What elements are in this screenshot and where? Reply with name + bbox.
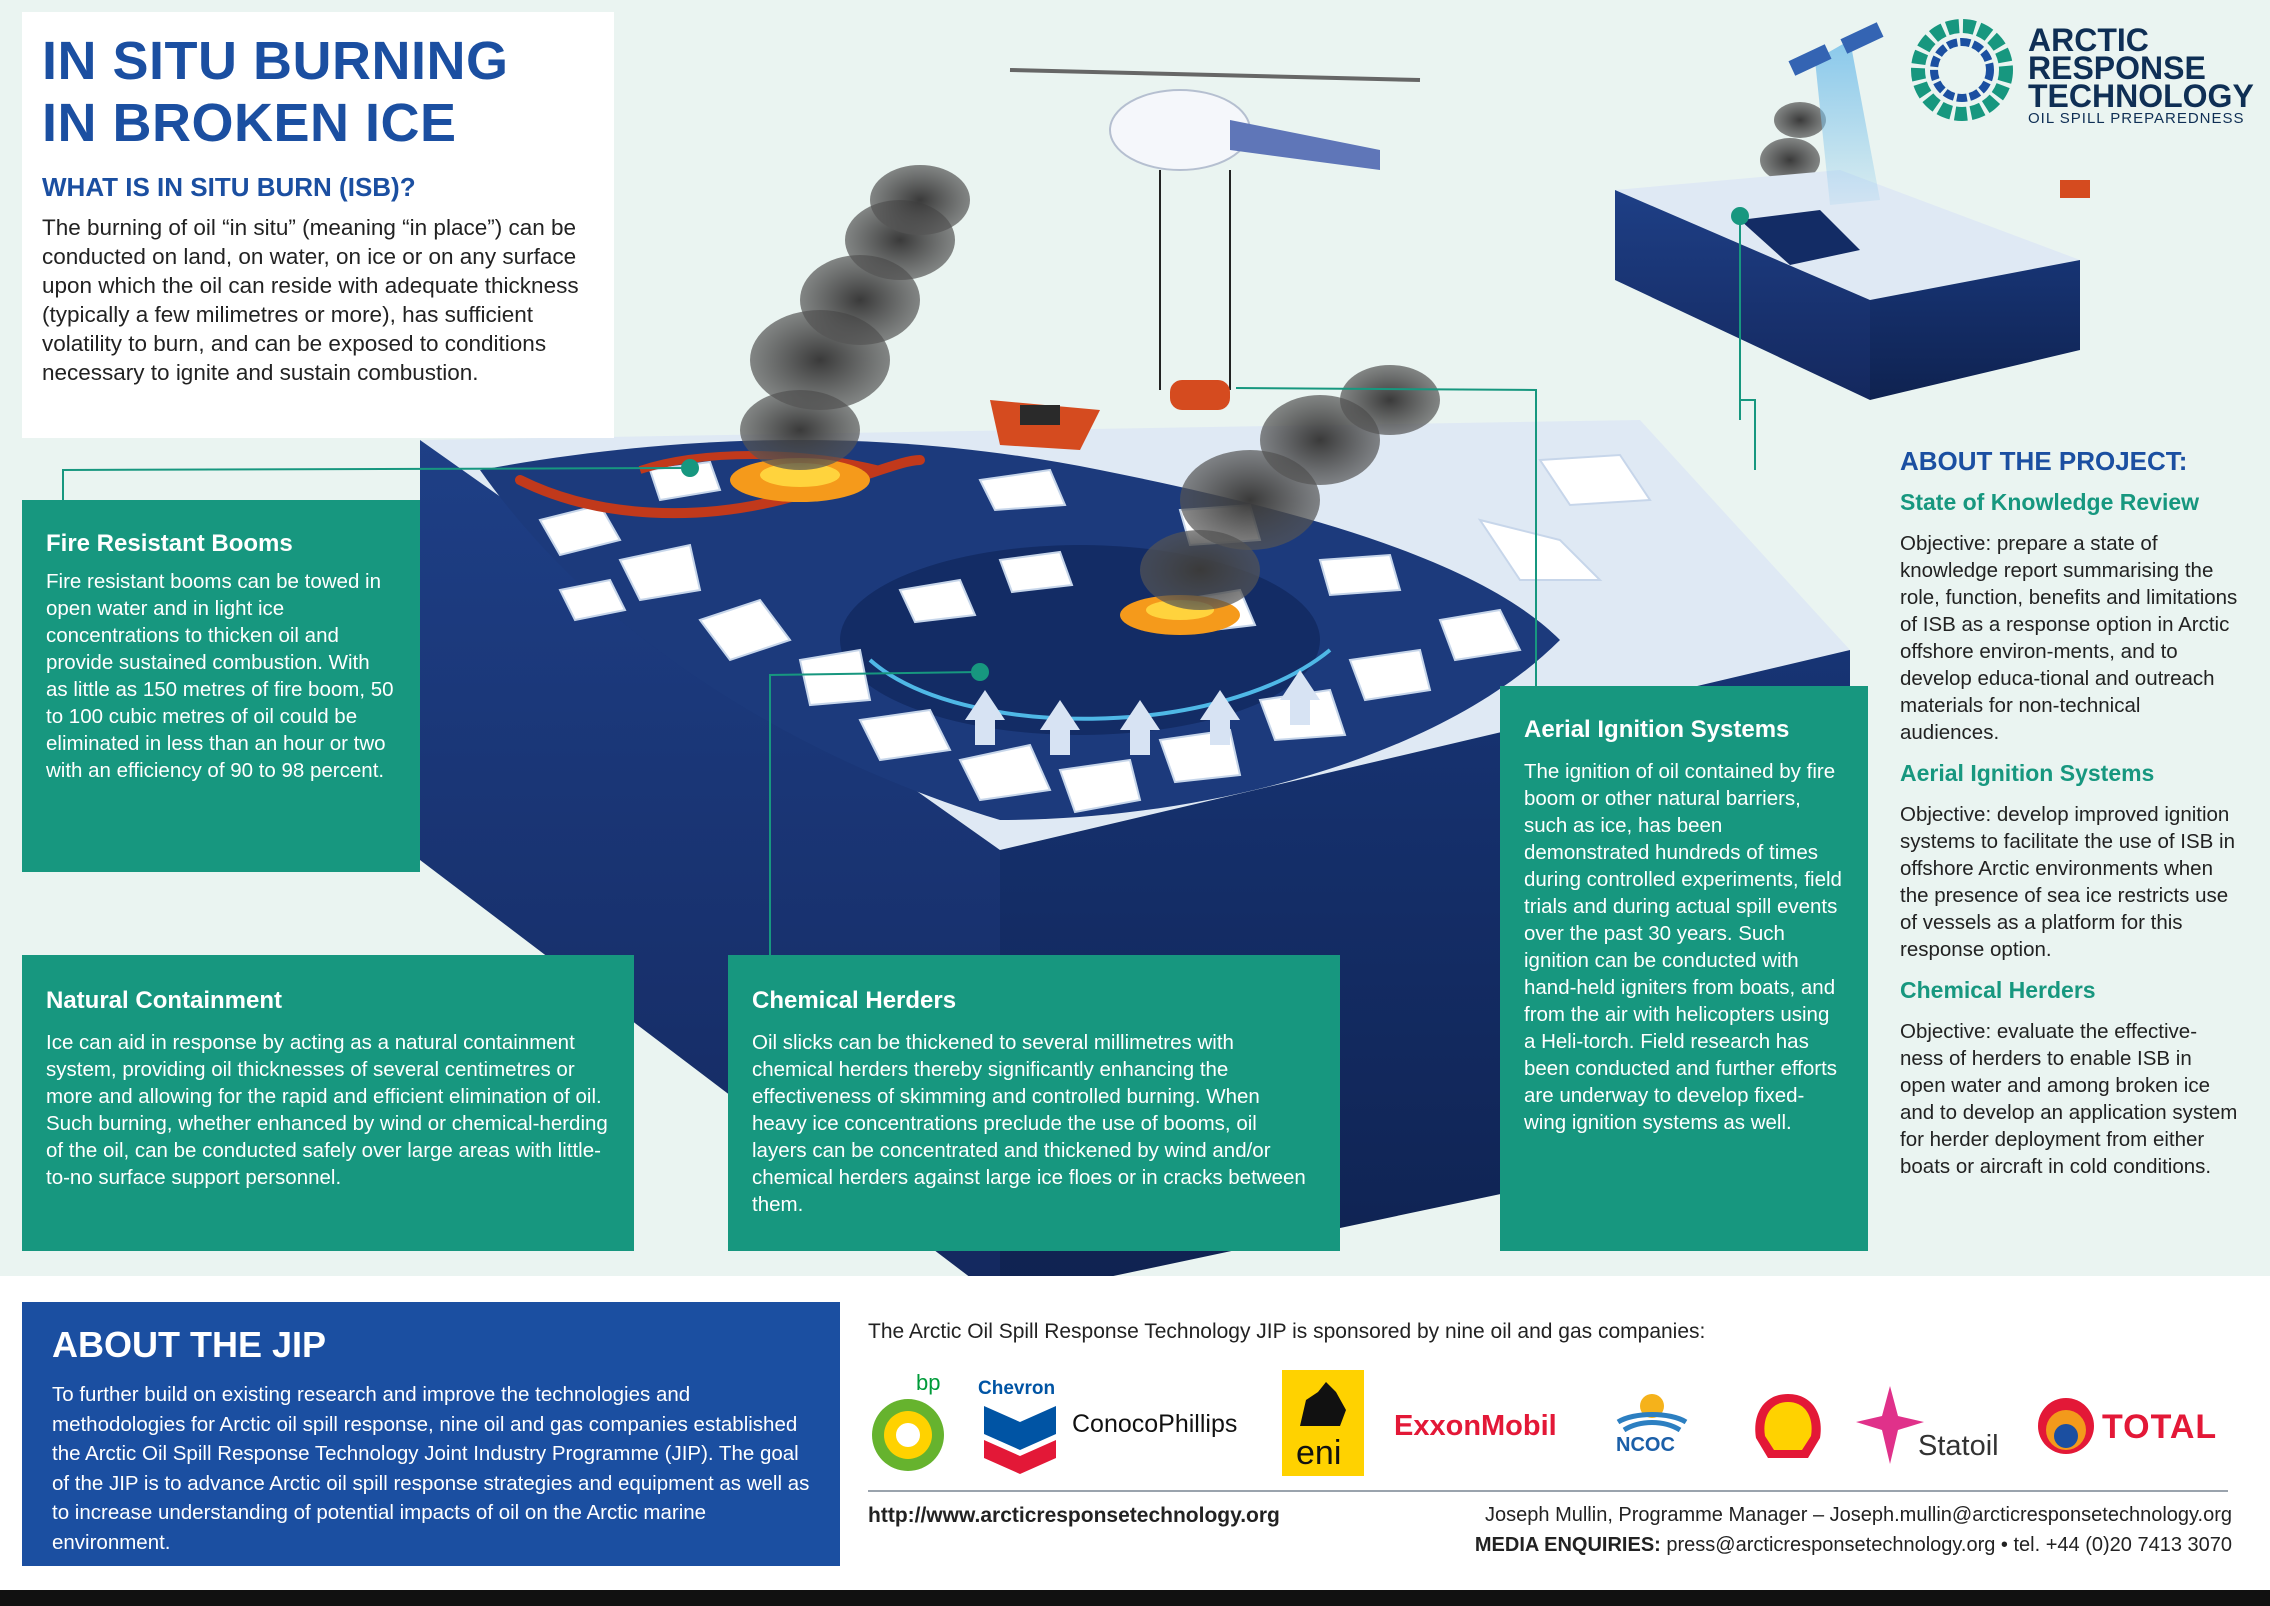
sponsor-logo-ncoc[interactable]: NCOC — [1608, 1382, 1698, 1472]
natural-containment-card: Natural Containment Ice can aid in respo… — [22, 955, 634, 1251]
page-title-line-1: IN SITU BURNING — [42, 31, 509, 91]
project-section-title: Chemical Herders — [1900, 977, 2096, 1003]
about-jip-heading: ABOUT THE JIP — [52, 1324, 327, 1365]
about-project-panel: ABOUT THE PROJECT: State of Knowledge Re… — [1900, 446, 2240, 1180]
aerial-ignition-card: Aerial Ignition Systems The ignition of … — [1500, 686, 1868, 1251]
project-section-body: Objective: evaluate the effective-ness o… — [1900, 1020, 2238, 1178]
programme-manager-contact: Joseph Mullin, Programme Manager – Josep… — [1485, 1504, 2232, 1526]
natural-containment-body: Ice can aid in response by acting as a n… — [46, 1031, 608, 1189]
media-enquiries-details: press@arcticresponsetechnology.org • tel… — [1666, 1534, 2232, 1556]
ice-floes — [538, 453, 1652, 814]
contact-info: Joseph Mullin, Programme Manager – Josep… — [1475, 1500, 2232, 1560]
sponsors-intro: The Arctic Oil Spill Response Technology… — [868, 1320, 1706, 1343]
media-enquiries-label: MEDIA ENQUIRIES: — [1474, 1534, 1661, 1556]
isb-heading: WHAT IS IN SITU BURN (ISB)? — [42, 172, 416, 202]
brand-name-line-1: ARCTIC — [2028, 22, 2149, 58]
eni-dog-icon — [1300, 1382, 1346, 1426]
total-logo-text: TOTAL — [2102, 1408, 2218, 1446]
website-link[interactable]: http://www.arcticresponsetechnology.org — [868, 1504, 1280, 1527]
aerial-ignition-body: The ignition of oil contained by fire bo… — [1524, 760, 1842, 1134]
chemical-herders-title: Chemical Herders — [752, 987, 957, 1014]
brand-name-line-3: TECHNOLOGY — [2028, 78, 2254, 114]
sponsor-logo-total[interactable]: TOTAL — [2034, 1394, 2234, 1474]
about-jip-body: To further build on existing research an… — [52, 1383, 810, 1554]
chemical-herders-card: Chemical Herders Oil slicks can be thick… — [728, 955, 1340, 1251]
fire-booms-body: Fire resistant booms can be towed in ope… — [46, 570, 394, 782]
sponsor-logo-statoil[interactable]: Statoil — [1856, 1386, 2006, 1476]
sponsor-logo-conocophillips[interactable]: ConocoPhillips — [1072, 1410, 1272, 1450]
title-panel: IN SITU BURNING IN BROKEN ICE WHAT IS IN… — [22, 12, 614, 438]
sponsor-logo-chevron[interactable]: Chevron — [976, 1370, 1086, 1480]
response-boat — [990, 400, 1100, 450]
inset-ice-block — [1615, 170, 2090, 400]
brand-name-line-2: RESPONSE — [2028, 50, 2206, 86]
eni-logo-text: eni — [1296, 1434, 1342, 1472]
bp-helios-icon — [872, 1399, 944, 1471]
brand-tagline: OIL SPILL PREPAREDNESS — [2028, 110, 2245, 127]
aerial-ignition-title: Aerial Ignition Systems — [1524, 716, 1790, 743]
fire-booms-title: Fire Resistant Booms — [46, 530, 293, 557]
chevron-mark-icon — [984, 1406, 1056, 1474]
page-title-line-2: IN BROKEN ICE — [42, 93, 457, 153]
herding-arrows — [965, 670, 1320, 755]
project-section-body: Objective: develop improved ignition sys… — [1900, 803, 2235, 961]
conocophillips-logo-text: ConocoPhillips — [1072, 1410, 1238, 1438]
footer-divider — [868, 1490, 2228, 1492]
natural-containment-title: Natural Containment — [46, 987, 283, 1014]
fire-boom — [515, 451, 925, 519]
sponsor-logo-bp[interactable]: bp — [868, 1370, 978, 1480]
fire-booms-card: Fire Resistant Booms Fire resistant boom… — [22, 500, 420, 872]
chemical-herders-body: Oil slicks can be thickened to several m… — [752, 1031, 1306, 1216]
total-sphere-icon — [2038, 1398, 2094, 1454]
statoil-star-icon — [1856, 1386, 1924, 1464]
ncoc-logo-text: NCOC — [1616, 1434, 1675, 1456]
about-jip-panel: ABOUT THE JIP To further build on existi… — [22, 1302, 840, 1566]
exxonmobil-logo-text: ExxonMobil — [1394, 1410, 1557, 1442]
bottom-bar — [0, 1590, 2270, 1606]
satellite — [1788, 22, 1884, 205]
brand-logo: ARCTIC RESPONSE TECHNOLOGY OIL SPILL PRE… — [1910, 18, 2254, 128]
statoil-logo-text: Statoil — [1918, 1430, 1999, 1462]
bp-logo-text: bp — [916, 1370, 941, 1395]
helicopter — [1009, 68, 1421, 410]
chevron-logo-text: Chevron — [978, 1378, 1056, 1399]
shell-pecten-icon — [1755, 1394, 1821, 1458]
sponsor-logo-exxonmobil[interactable]: ExxonMobil — [1394, 1410, 1574, 1450]
brand-ring-icon — [1911, 19, 2013, 121]
ncoc-sun-icon — [1616, 1394, 1688, 1432]
about-project-heading: ABOUT THE PROJECT: — [1900, 446, 2188, 476]
project-section-title: State of Knowledge Review — [1900, 489, 2200, 515]
smoke-plumes — [740, 102, 1826, 610]
media-enquiries: MEDIA ENQUIRIES: press@arcticresponsetec… — [1475, 1530, 2232, 1560]
callout-leaders — [62, 207, 1756, 958]
project-section-title: Aerial Ignition Systems — [1900, 760, 2155, 786]
project-section-body: Objective: prepare a state of knowledge … — [1900, 532, 2238, 744]
sponsor-logo-shell[interactable] — [1748, 1388, 1828, 1468]
isb-description: The burning of oil “in situ” (meaning “i… — [42, 215, 579, 385]
sponsor-logo-eni[interactable]: eni — [1282, 1370, 1364, 1476]
sponsor-logos-row: bp Chevron ConocoPhillips eni ExxonMobil… — [868, 1370, 2228, 1480]
